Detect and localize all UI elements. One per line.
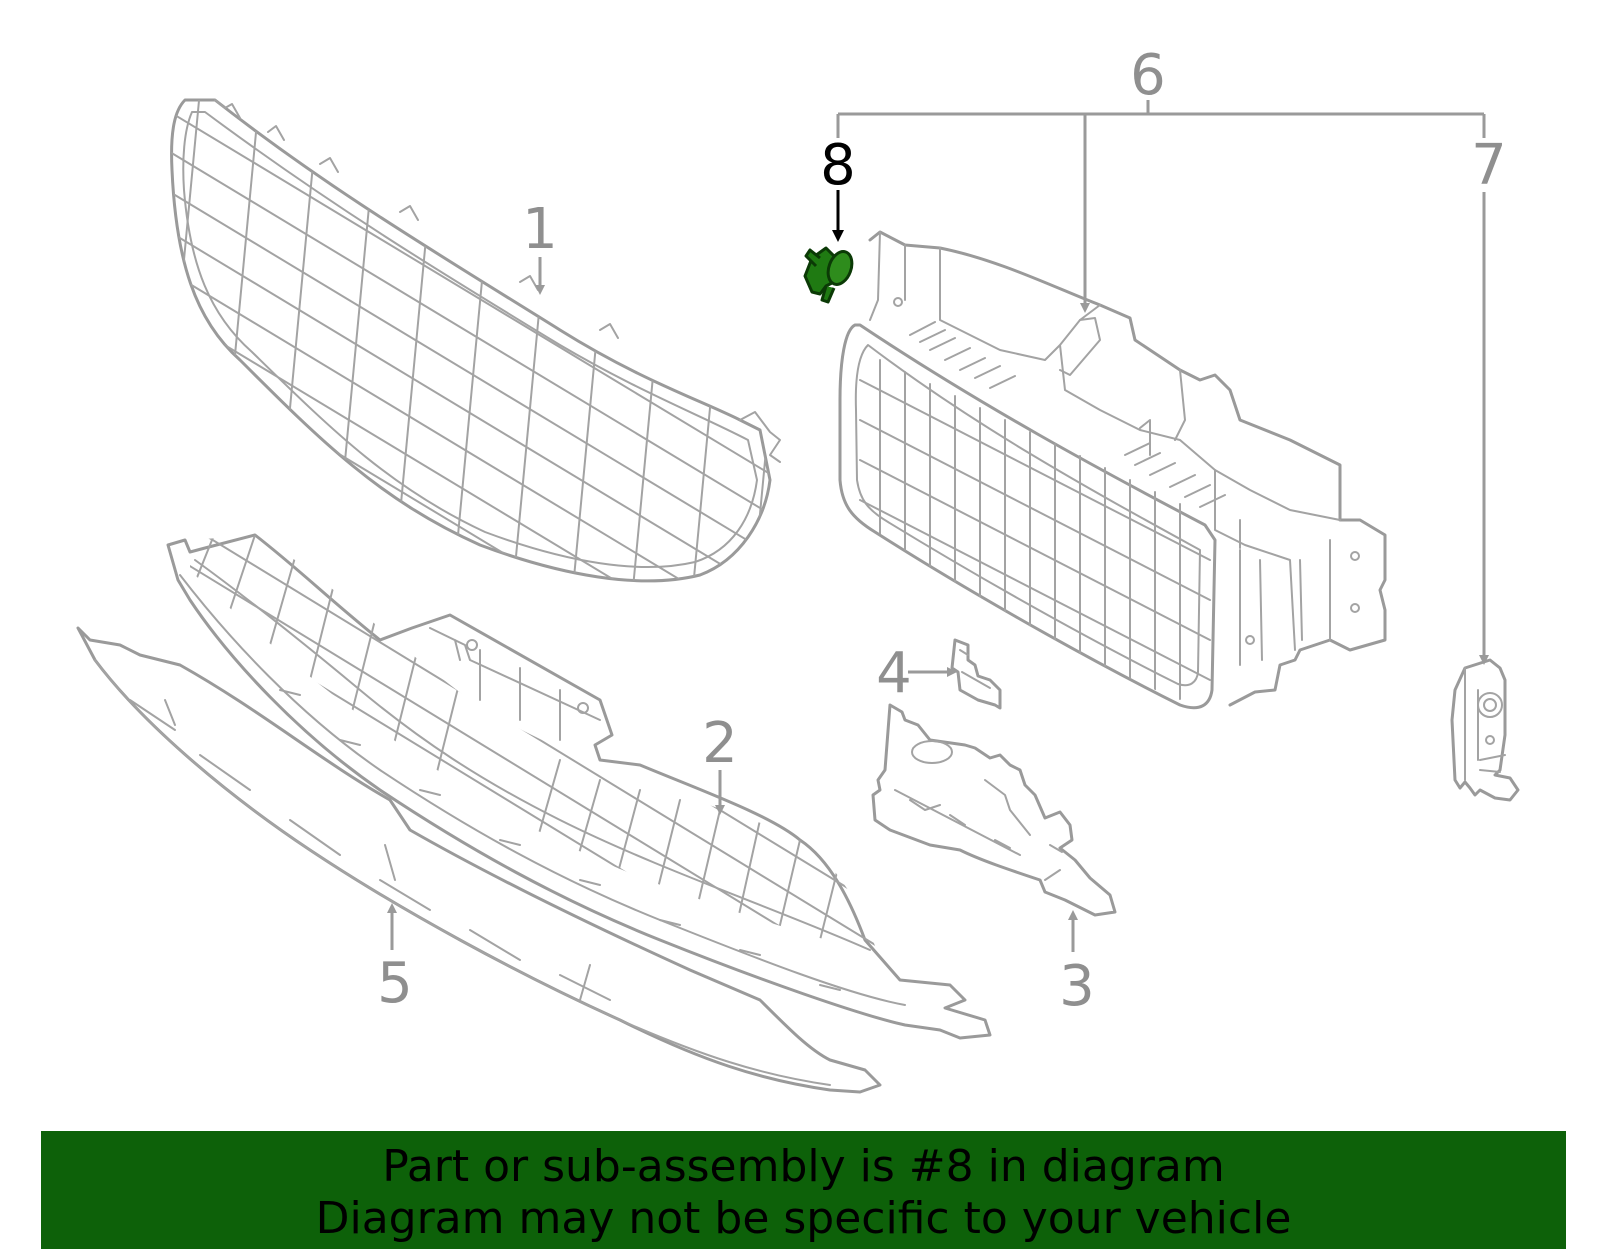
callout-2: 2: [702, 711, 738, 776]
actuator-part-7: [1450, 658, 1520, 802]
callout-4: 4: [876, 641, 912, 706]
callout-3: 3: [1059, 954, 1095, 1019]
highlight-banner: Part or sub-assembly is #8 in diagram Di…: [41, 1131, 1566, 1249]
callout-7: 7: [1471, 133, 1507, 198]
callout-1: 1: [522, 197, 558, 262]
callout-6: 6: [1130, 43, 1166, 108]
air-guide-part-3: [871, 703, 1117, 917]
callout-8-highlighted: 8: [820, 133, 856, 198]
bracket-part-4: [950, 638, 1002, 710]
banner-line-2: Diagram may not be specific to your vehi…: [315, 1193, 1292, 1244]
grille-upper-part-1: [170, 98, 781, 583]
trim-strip-part-5: [76, 626, 882, 1094]
clip-part-8: [803, 246, 854, 304]
shutter-assembly-part-6: [838, 230, 1387, 710]
callout-5: 5: [377, 951, 413, 1016]
banner-line-1: Part or sub-assembly is #8 in diagram: [382, 1141, 1225, 1192]
leader-lines: [387, 100, 1489, 952]
